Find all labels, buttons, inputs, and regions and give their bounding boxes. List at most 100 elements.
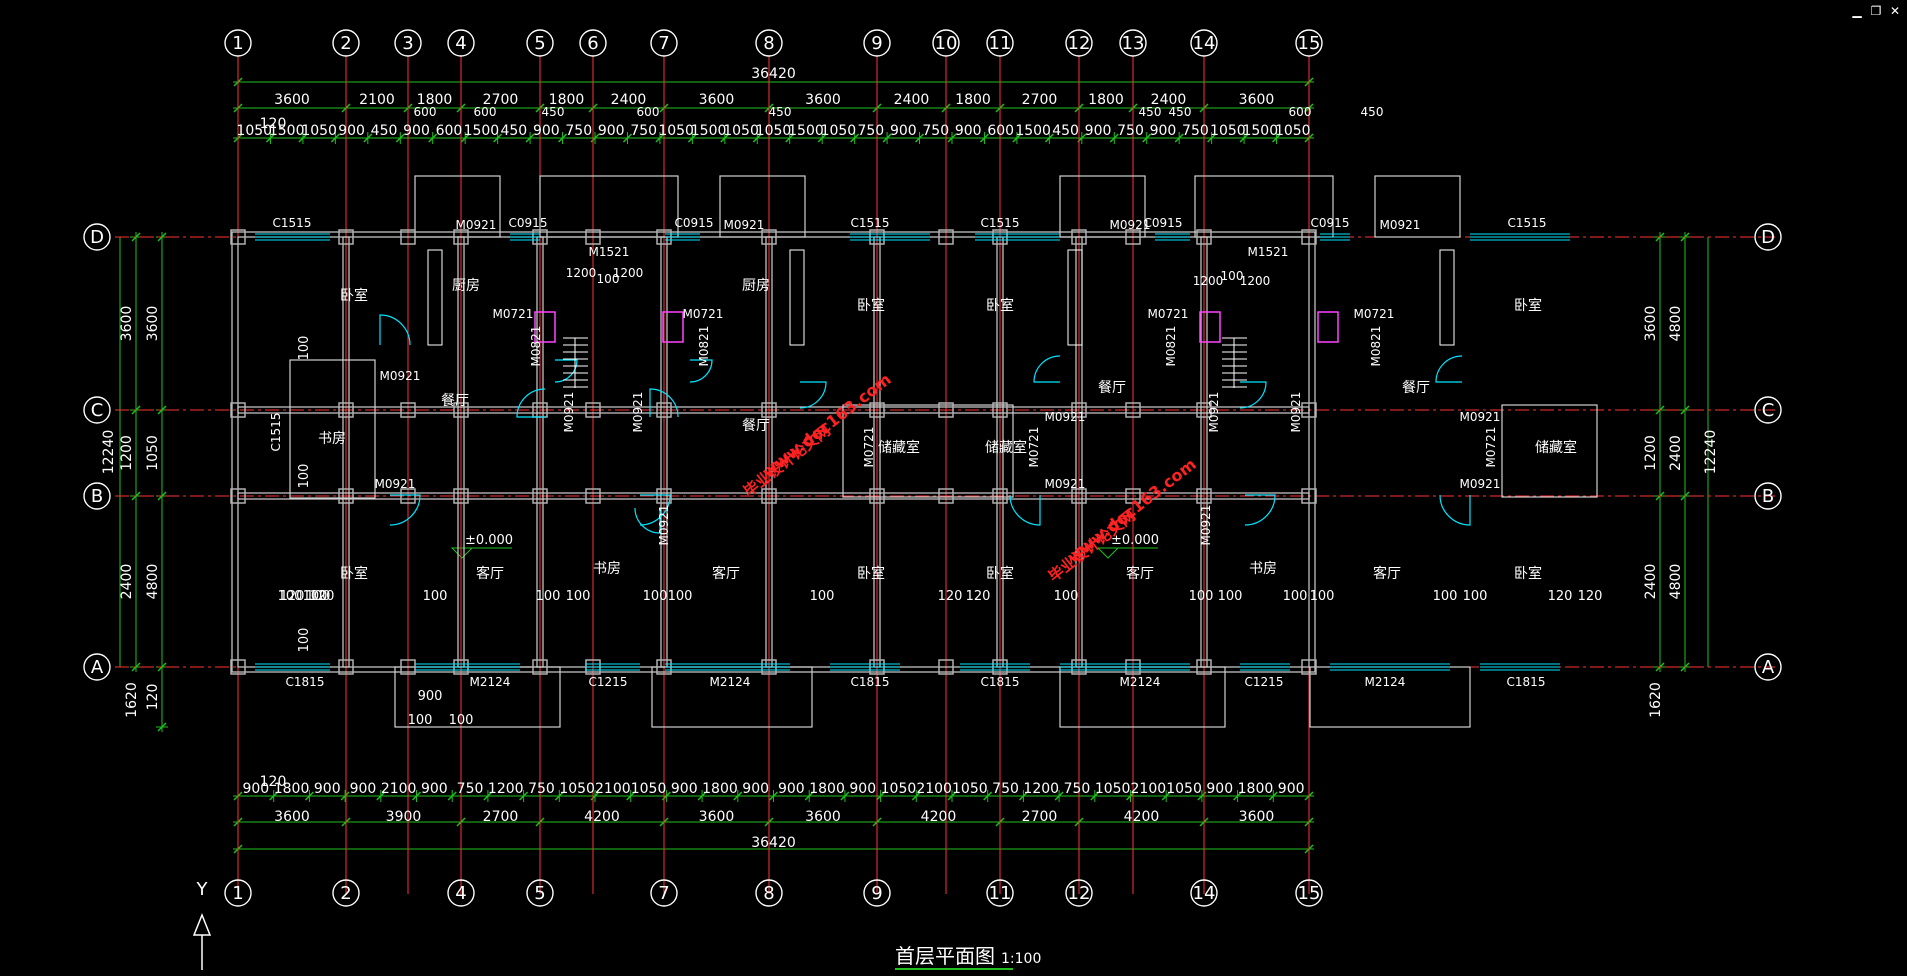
door-tag: M0921: [380, 369, 421, 383]
dim-left-text: 1620: [124, 682, 140, 718]
room-label: 客厅: [1373, 565, 1401, 582]
door-tag-vertical: M0821: [1164, 326, 1178, 367]
column: [453, 402, 469, 418]
dim-top-small: 450: [1169, 105, 1192, 119]
room-label: 客厅: [1126, 565, 1154, 582]
axis-bubble-label: A: [1762, 657, 1775, 678]
dim-bottom-detail-slash: [911, 791, 921, 801]
window-tag-left: C1515: [269, 413, 283, 452]
dim-top-detail-text: 600: [987, 123, 1014, 139]
dim-bottom-detail-slash: [768, 791, 779, 801]
room-label: 客厅: [476, 565, 504, 582]
dim-top-detail-slash: [817, 133, 827, 143]
dim-top-major-text: 1800: [549, 92, 585, 108]
dim-top-detail-slash: [1272, 133, 1282, 143]
dim-100-text: 100: [278, 589, 303, 604]
inner-wall-line: [237, 236, 1310, 668]
room-label: 储藏室: [1535, 439, 1577, 456]
door-swing: [1239, 381, 1267, 409]
dim-top-detail-slash: [785, 133, 795, 143]
dim-left-b-slash: [157, 722, 167, 732]
dim-top-detail-text: 750: [857, 123, 884, 139]
dim-bottom-major-text: 4200: [921, 809, 957, 825]
door-swing: [689, 359, 713, 383]
axis-bubble: [986, 879, 1014, 907]
dim-top-detail-slash: [882, 133, 892, 143]
axis-bubble: [83, 396, 111, 424]
dim-bottom-detail-slash: [1161, 791, 1171, 801]
restore-icon[interactable]: ❐: [1870, 4, 1882, 18]
dim-stair-text: 1200: [613, 266, 644, 280]
dim-100-text: 100: [1310, 589, 1335, 604]
dim-bottom-detail-slash: [554, 791, 564, 801]
door-tag-vertical: M0721: [1027, 427, 1041, 468]
axis-bubble: [579, 29, 607, 57]
dim-top-detail-text: 900: [598, 123, 625, 139]
door-tag: M1521: [1248, 245, 1289, 259]
dim-top-major-text: 1800: [417, 92, 453, 108]
axis-bubble: [332, 29, 360, 57]
axis-bubble: [1119, 29, 1147, 57]
dim-120-text: 120: [310, 589, 335, 604]
toilet-fixture: [1317, 311, 1339, 343]
dim-right-text: 1620: [1648, 682, 1664, 718]
axis-bubble: [83, 482, 111, 510]
door-tag: M2124: [470, 675, 511, 689]
column: [400, 402, 416, 418]
dim-100-text: 100: [408, 713, 433, 728]
dim-bottom-detail-slash: [1054, 791, 1064, 801]
axis-bubble: [447, 29, 475, 57]
door-tag: M0721: [493, 307, 534, 321]
dim-top-major-text: 3600: [1239, 92, 1275, 108]
toilet-fixture: [662, 311, 684, 343]
axis-bubble: [224, 879, 252, 907]
column: [869, 402, 885, 418]
dim-100-text: 100: [297, 628, 312, 653]
dim-stair-text: 1200: [566, 266, 597, 280]
dim-top-detail-slash: [687, 133, 697, 143]
room-label: 卧室: [340, 565, 368, 582]
axis-bubble-label: 7: [658, 33, 669, 54]
dim-100-text: 100: [1054, 589, 1079, 604]
door-tag: M0921: [375, 477, 416, 491]
room-label: 储藏室: [985, 439, 1027, 456]
dim-total-bottom-text: 36420: [751, 835, 796, 851]
dim-right-a-text: 1200: [1643, 435, 1659, 471]
drawing-scale: 1:100: [1001, 951, 1042, 967]
door-tag: M0721: [1148, 307, 1189, 321]
dim-left-b-slash: [157, 232, 167, 242]
column: [761, 402, 777, 418]
column: [1125, 229, 1141, 245]
axis-bubble-label: 12: [1068, 883, 1091, 904]
column: [869, 488, 885, 504]
dim-top-detail-text: 1500: [269, 123, 305, 139]
axis-bubble: [755, 29, 783, 57]
dim-right-a-text: 3600: [1643, 306, 1659, 342]
dim-bottom-detail-text: 1800: [809, 781, 845, 797]
dim-120-text: 120: [1578, 589, 1603, 604]
kitchen-counter: [1067, 249, 1083, 346]
dim-bottom-detail-slash: [1197, 791, 1207, 801]
axis-bubble: [863, 29, 891, 57]
column: [453, 229, 469, 245]
dim-top-detail-slash: [395, 133, 405, 143]
dim-bottom-major-text: 3600: [274, 809, 310, 825]
dim-left-b-slash: [157, 405, 167, 415]
dim-top-detail-text: 1500: [788, 123, 824, 139]
column: [1301, 659, 1317, 675]
dim-left-b-text: 120: [145, 684, 161, 711]
dim-stair-text: 1200: [1240, 274, 1271, 288]
axis-bubble-label: B: [1762, 486, 1774, 507]
dim-bottom-detail-slash: [447, 791, 457, 801]
column: [400, 488, 416, 504]
dim-left-a-text: 1200: [119, 435, 135, 471]
column: [1125, 402, 1141, 418]
column: [338, 229, 354, 245]
column: [532, 488, 548, 504]
axis-bubble: [1754, 223, 1782, 251]
dim-100-text: 100: [668, 589, 693, 604]
close-icon[interactable]: ✕: [1889, 4, 1901, 18]
dim-bottom-detail-slash: [733, 791, 743, 801]
minimize-icon[interactable]: ▁: [1852, 4, 1862, 18]
